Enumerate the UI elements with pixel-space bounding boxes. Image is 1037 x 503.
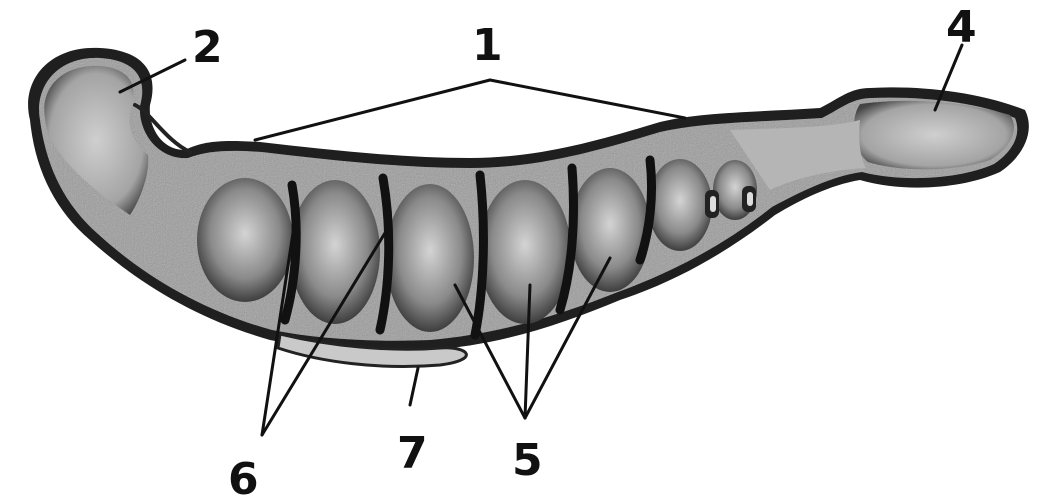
- label-1: 1: [472, 20, 503, 71]
- lobe: [290, 180, 380, 324]
- lobe: [479, 180, 571, 324]
- lobe: [570, 168, 650, 292]
- label-4: 4: [946, 2, 977, 53]
- label-5: 5: [512, 435, 543, 486]
- label-7: 7: [397, 428, 428, 479]
- lobe: [197, 178, 293, 302]
- label-6: 6: [228, 454, 259, 503]
- lobe: [648, 159, 712, 251]
- lobe: [386, 184, 474, 332]
- label-2: 2: [192, 22, 223, 73]
